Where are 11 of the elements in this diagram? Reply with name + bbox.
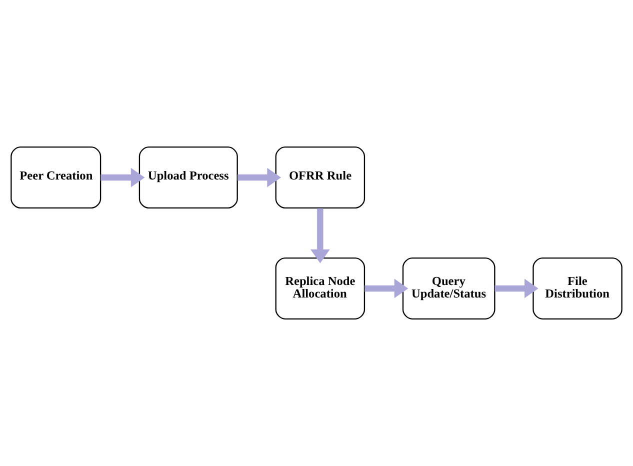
arrow	[238, 168, 281, 188]
arrow	[494, 278, 538, 298]
node-box: File Distribution	[532, 257, 622, 320]
node-box: Query Update/Status	[402, 257, 496, 320]
node-box: OFRR Rule	[275, 146, 366, 209]
arrow	[364, 278, 408, 298]
arrow	[100, 168, 145, 188]
node-box: Replica Node Allocation	[275, 257, 366, 320]
node-box: Upload Process	[138, 146, 238, 209]
arrow	[310, 208, 330, 264]
node-box: Peer Creation	[10, 146, 102, 209]
